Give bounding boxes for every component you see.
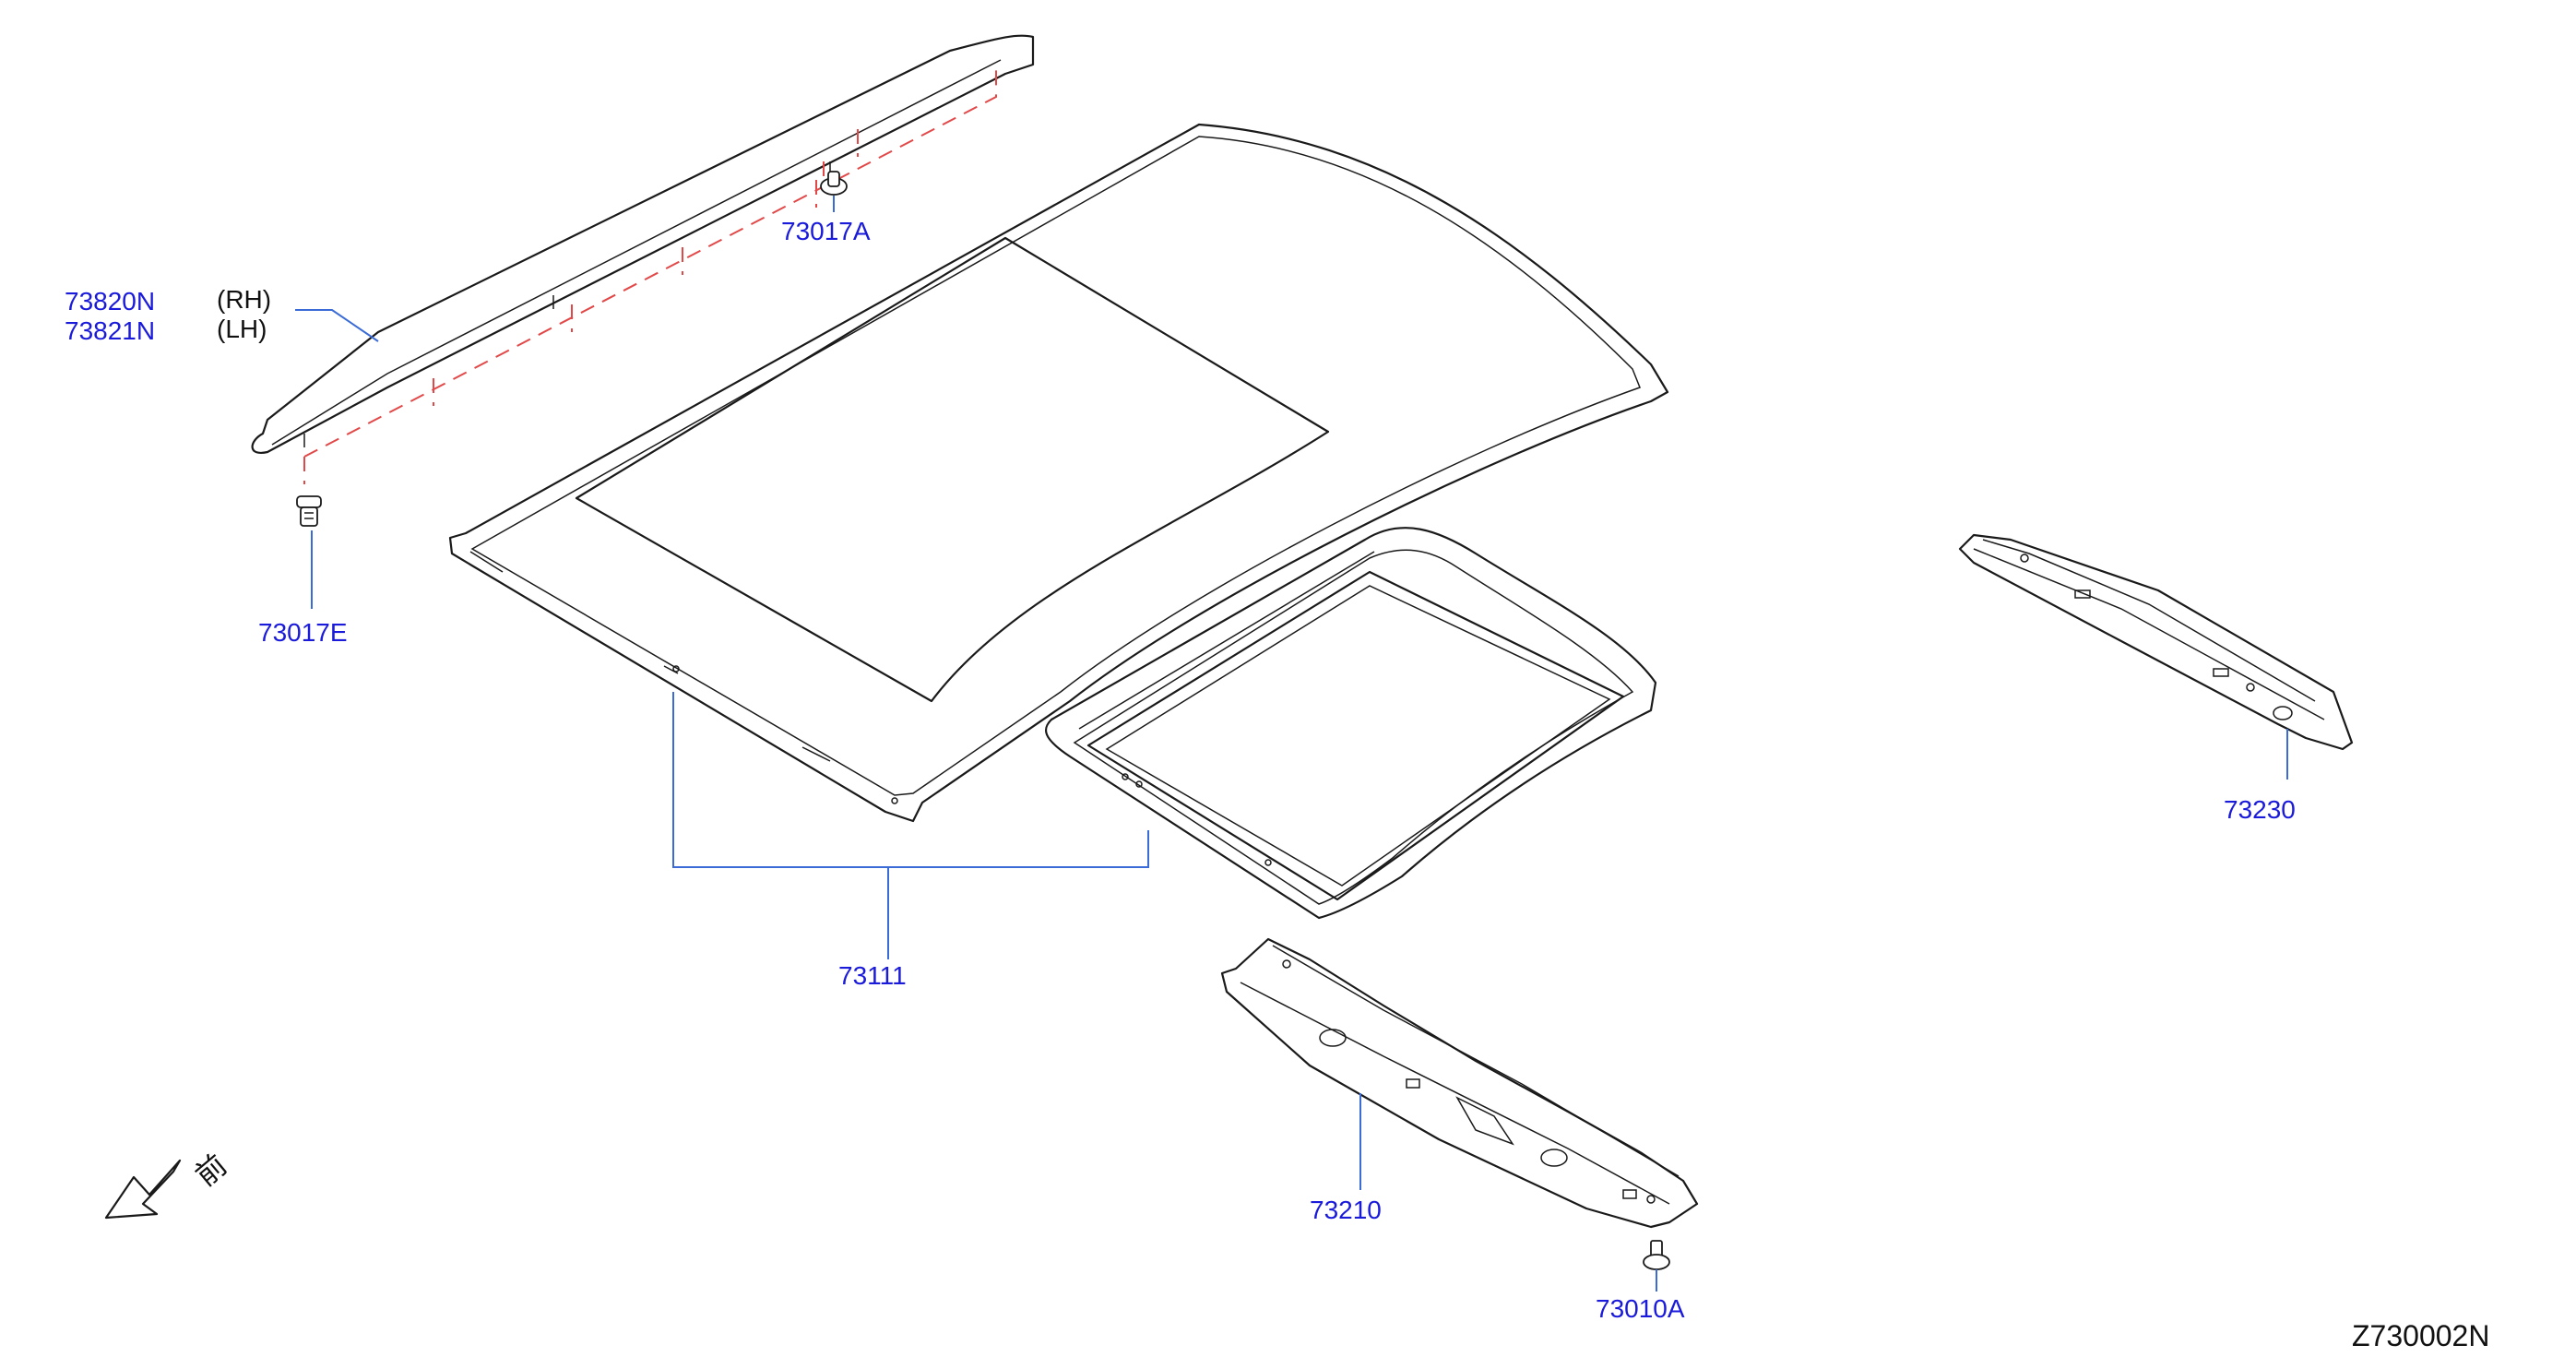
label-73210[interactable]: 73210	[1310, 1196, 1382, 1224]
bolt-73010a[interactable]	[1643, 1240, 1670, 1270]
label-rh: (RH)	[217, 285, 272, 314]
label-73821n[interactable]: 73821N	[65, 316, 156, 345]
roof-panel[interactable]	[448, 123, 1669, 823]
leader-lines	[295, 196, 2288, 1292]
clip-73017e[interactable]	[296, 495, 322, 527]
alignment-dashed-lines	[303, 69, 997, 484]
label-73111[interactable]: 73111	[838, 961, 907, 990]
label-73017e[interactable]: 73017E	[258, 618, 348, 647]
rear-roof-rail[interactable]	[1958, 533, 2354, 751]
label-73820n[interactable]: 73820N	[65, 287, 156, 315]
diagram-reference-code: Z730002N	[2352, 1319, 2490, 1352]
front-roof-rail[interactable]	[1220, 937, 1699, 1229]
label-lh: (LH)	[217, 315, 267, 343]
clip-73017a[interactable]	[820, 171, 848, 196]
roof-rail-molding[interactable]	[251, 34, 1035, 454]
sunroof-reinforcement-frame[interactable]	[1044, 527, 1657, 920]
label-73230[interactable]: 73230	[2224, 795, 2296, 824]
label-73010a[interactable]: 73010A	[1596, 1294, 1685, 1323]
front-direction-arrow-icon	[104, 1159, 182, 1220]
label-73017a[interactable]: 73017A	[781, 217, 871, 245]
